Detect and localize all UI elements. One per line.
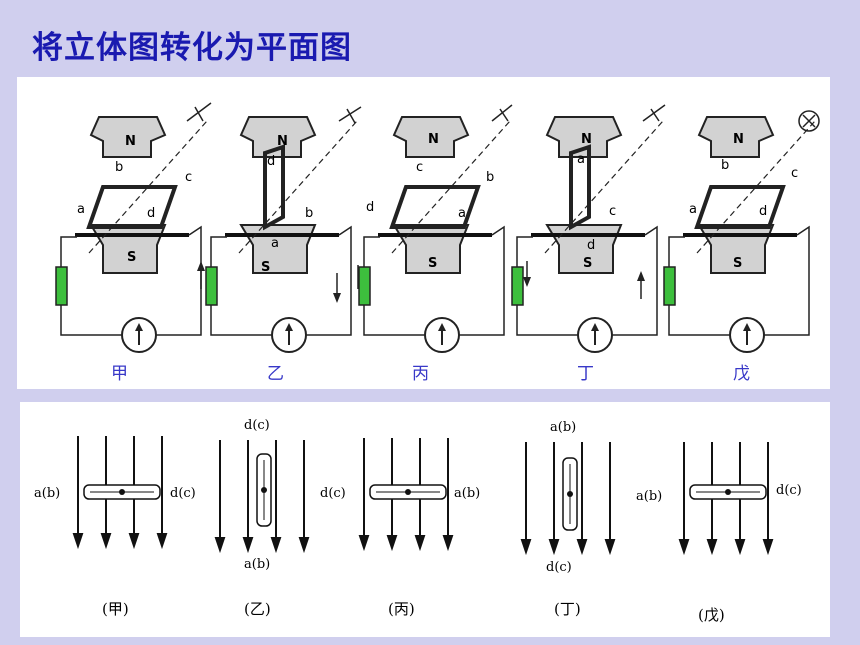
planar-view-panel: a(b) d(c) (甲) d(c) a(b) (乙) d(c) a(b) (丙… xyxy=(20,402,830,637)
planar-ding: a(b) d(c) (丁) xyxy=(521,420,615,618)
label-b: b xyxy=(115,160,123,175)
label-left: a(b) xyxy=(34,486,60,501)
label-top: a(b) xyxy=(550,420,576,435)
label-d: d xyxy=(267,154,275,169)
label-c: c xyxy=(416,160,423,175)
label-N: N xyxy=(733,132,744,147)
label-a: a xyxy=(458,206,466,221)
label-N: N xyxy=(277,134,288,149)
caption-yi: 乙 xyxy=(267,364,284,384)
generator-wu: N S b c a d 戊 xyxy=(637,110,820,384)
generator-bing: N S c b d a 丙 xyxy=(357,104,513,384)
label-left: a(b) xyxy=(636,489,662,504)
caption-ding: 丁 xyxy=(577,364,594,384)
planar-jia: a(b) d(c) (甲) xyxy=(34,435,196,618)
label-bottom: d(c) xyxy=(546,560,572,575)
label-d: d xyxy=(366,200,374,215)
generator-jia: N S a b c d 甲 xyxy=(54,102,212,384)
generator-3d-figure: N S a b c d 甲 N S d a b 乙 N S c b d a 丙 xyxy=(54,102,820,384)
label-b: b xyxy=(721,158,729,173)
label-right: a(b) xyxy=(454,486,480,501)
label-d: d xyxy=(147,206,155,221)
label-right: d(c) xyxy=(776,483,802,498)
label-right: d(c) xyxy=(170,486,196,501)
planar-bing: d(c) a(b) (丙) xyxy=(320,437,480,618)
label-N: N xyxy=(581,132,592,147)
label-bottom: a(b) xyxy=(244,557,270,572)
label-b: b xyxy=(486,170,494,185)
caption-jia: 甲 xyxy=(111,364,128,384)
planar-wu: a(b) d(c) (戊) xyxy=(636,441,802,624)
label-top: d(c) xyxy=(244,418,270,433)
label-c: c xyxy=(185,170,192,185)
generator-3d-panel: N S a b c d 甲 N S d a b 乙 N S c b d a 丙 xyxy=(17,77,830,389)
label-b: b xyxy=(305,206,313,221)
label-c: c xyxy=(609,204,616,219)
page-title: 将立体图转化为平面图 xyxy=(32,30,352,66)
label-c: c xyxy=(791,166,798,181)
label-d: d xyxy=(759,204,767,219)
caption-bing: 丙 xyxy=(412,364,429,384)
caption-ding: (丁) xyxy=(554,600,581,618)
label-S: S xyxy=(583,256,592,271)
label-S: S xyxy=(733,256,742,271)
planar-yi: d(c) a(b) (乙) xyxy=(215,418,309,618)
caption-wu: 戊 xyxy=(733,364,750,384)
label-a: a xyxy=(577,152,585,167)
planar-view-figure: a(b) d(c) (甲) d(c) a(b) (乙) d(c) a(b) (丙… xyxy=(34,418,802,624)
label-a: a xyxy=(271,236,279,251)
label-a: a xyxy=(689,202,697,217)
label-left: d(c) xyxy=(320,486,346,501)
generator-yi: N S d a b 乙 xyxy=(197,106,362,384)
caption-bing: (丙) xyxy=(388,600,415,618)
label-S: S xyxy=(261,260,270,275)
label-S: S xyxy=(428,256,437,271)
caption-wu: (戊) xyxy=(698,606,725,624)
caption-yi: (乙) xyxy=(244,600,271,618)
label-d: d xyxy=(587,238,595,253)
label-N: N xyxy=(428,132,439,147)
label-S: S xyxy=(127,250,136,265)
label-a: a xyxy=(77,202,85,217)
caption-jia: (甲) xyxy=(102,600,129,618)
generator-ding: N S a d c 丁 xyxy=(510,104,666,384)
label-N: N xyxy=(125,134,136,149)
